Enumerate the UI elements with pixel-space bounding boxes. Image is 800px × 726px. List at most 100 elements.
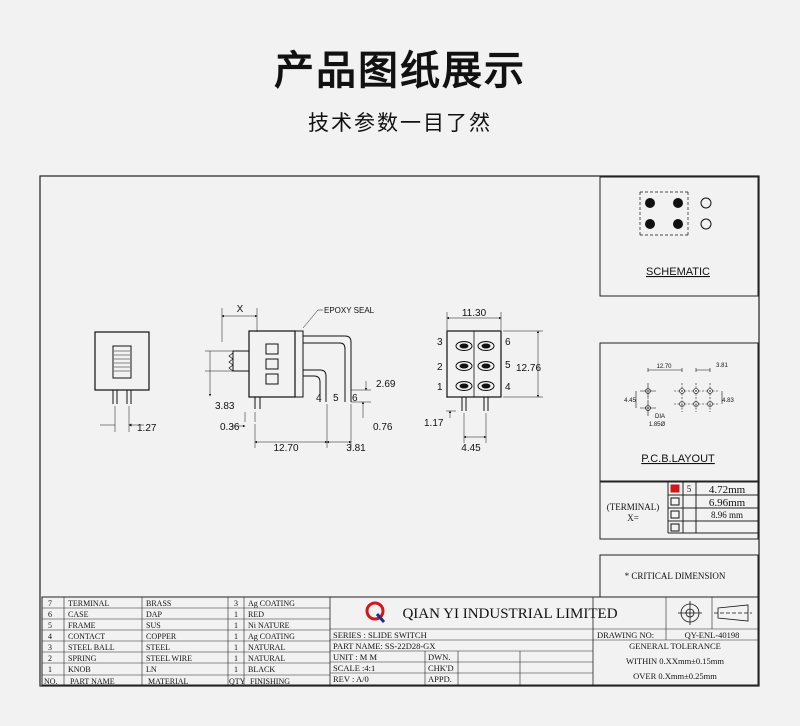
scale-label: SCALE :4:1 xyxy=(333,663,375,673)
dim-1130: 11.30 xyxy=(462,308,487,319)
row-label-2: 2 xyxy=(437,362,443,373)
bom-cell-no: 4 xyxy=(48,632,52,641)
critical-note: * CRITICAL DIMENSION xyxy=(625,571,726,581)
appd-label: APPD. xyxy=(428,674,452,684)
bom-cell-material: STEEL xyxy=(146,643,170,652)
terminal-checkbox[interactable] xyxy=(670,497,680,506)
part-name-label: PART NAME: SS-22D28-GX xyxy=(333,641,435,651)
bom-header-material: MATERIAL xyxy=(148,677,189,686)
bom-cell-finish: NATURAL xyxy=(248,643,285,652)
schematic-pin xyxy=(645,219,655,229)
pcb-panel: 12.70 3.81 4.45 4.83 DIA 1.85Ø P.C.B.LAY… xyxy=(599,342,759,482)
dim-1276: 12.76 xyxy=(516,363,541,374)
bom-cell-part: TERMINAL xyxy=(68,599,109,608)
bom-cell-material: COPPER xyxy=(146,632,177,641)
bom-cell-no: 5 xyxy=(48,621,52,630)
bom-header-qty: QTY xyxy=(229,677,246,686)
row-label-5: 5 xyxy=(505,360,511,371)
dim-383: 3.83 xyxy=(215,401,235,412)
chkd-label: CHK'D xyxy=(428,663,454,673)
schematic-pin xyxy=(700,218,712,230)
tolerance-over: OVER 0.Xmm±0.25mm xyxy=(633,671,717,681)
schematic-pin xyxy=(645,198,655,208)
row-label-3: 3 xyxy=(437,337,443,348)
pcb-dim-1270: 12.70 xyxy=(656,364,672,370)
bom-cell-finish: BLACK xyxy=(248,665,275,674)
bom-header-no: NO. xyxy=(44,677,58,686)
bom-cell-material: BRASS xyxy=(146,599,171,608)
bom-cell-finish: Ag COATING xyxy=(248,599,295,608)
tolerance-within: WITHIN 0.XXmm±0.15mm xyxy=(626,656,724,666)
pcb-dim-381: 3.81 xyxy=(716,363,728,369)
pin-label-5: 5 xyxy=(333,393,339,404)
drawing-no-value: QY-ENL-40198 xyxy=(685,630,740,640)
bom-cell-qty: 1 xyxy=(234,654,238,663)
bom-cell-qty: 1 xyxy=(234,610,238,619)
dim-x: X xyxy=(237,304,244,315)
terminal-value: 6.96mm xyxy=(709,497,746,509)
bom-cell-no: 3 xyxy=(48,643,52,652)
bom-cell-qty: 1 xyxy=(234,621,238,630)
company-name: QIAN YI INDUSTRIAL LIMITED xyxy=(402,606,617,622)
epoxy-seal-label: EPOXY SEAL xyxy=(324,306,375,315)
title-block xyxy=(41,596,759,686)
company-logo xyxy=(365,601,386,623)
side-view xyxy=(205,308,371,448)
dwn-label: DWN. xyxy=(428,652,450,662)
pin-label-4: 4 xyxy=(316,393,322,404)
sheet-border xyxy=(39,175,760,687)
page-subtitle: 技术参数一目了然 xyxy=(308,111,492,135)
schematic-panel: SCHEMATIC xyxy=(599,176,759,297)
bom-cell-finish: Ni NATURE xyxy=(248,621,290,630)
bom-header-finish: FINISHING xyxy=(250,677,290,686)
bom-cell-part: STEEL BALL xyxy=(68,643,115,652)
dim-269: 2.69 xyxy=(376,379,396,390)
bom-cell-material: LN xyxy=(146,665,157,674)
pcb-dim-445: 4.45 xyxy=(624,398,636,404)
bom-cell-material: DAP xyxy=(146,610,163,619)
pcb-dia: DIA xyxy=(655,414,665,420)
terminal-value: 4.72mm xyxy=(709,484,746,496)
bom-cell-no: 2 xyxy=(48,654,52,663)
bom-header-part: PART NAME xyxy=(70,677,115,686)
bottom-view xyxy=(446,312,543,443)
bom-cell-no: 1 xyxy=(48,665,52,674)
unit-label: UNIT : M M xyxy=(333,652,377,662)
bom-cell-qty: 3 xyxy=(234,599,238,608)
schematic-pin xyxy=(700,197,712,209)
drawing-no-label: DRAWING NO: xyxy=(597,630,654,640)
dim-117: 1.17 xyxy=(424,418,444,429)
bom-cell-part: CASE xyxy=(68,610,89,619)
row-label-1: 1 xyxy=(437,382,443,393)
bom-cell-material: STEEL WIRE xyxy=(146,654,192,663)
pcb-dim-483: 4.83 xyxy=(722,398,734,404)
dim-127: 1.27 xyxy=(137,423,157,434)
terminal-label: (TERMINAL) xyxy=(607,502,660,512)
row-label-6: 6 xyxy=(505,337,511,348)
terminal-x-label: X= xyxy=(627,513,639,523)
bom-cell-finish: RED xyxy=(248,610,264,619)
dim-381: 3.81 xyxy=(346,443,366,454)
dim-1270: 12.70 xyxy=(273,443,298,454)
terminal-checkbox-checked[interactable] xyxy=(670,484,680,493)
bom-cell-part: CONTACT xyxy=(68,632,105,641)
bom-cell-finish: Ag COATING xyxy=(248,632,295,641)
bom-cell-qty: 1 xyxy=(234,632,238,641)
bom-cell-material: SUS xyxy=(146,621,161,630)
pcb-dim-185: 1.85Ø xyxy=(649,422,666,428)
terminal-row-no: 5 xyxy=(687,484,692,494)
bom-cell-no: 7 xyxy=(48,599,52,608)
terminal-checkbox[interactable] xyxy=(670,523,680,532)
bom-cell-part: SPRING xyxy=(68,654,97,663)
projection-symbol-icon xyxy=(678,601,752,625)
dim-445: 4.45 xyxy=(461,443,481,454)
terminal-checkbox[interactable] xyxy=(670,510,680,519)
page-title: 产品图纸展示 xyxy=(274,48,526,94)
bom-cell-qty: 1 xyxy=(234,643,238,652)
schematic-pin xyxy=(673,219,683,229)
rev-label: REV : A/0 xyxy=(333,674,369,684)
bom-cell-part: KNOB xyxy=(68,665,91,674)
schematic-pin xyxy=(673,198,683,208)
